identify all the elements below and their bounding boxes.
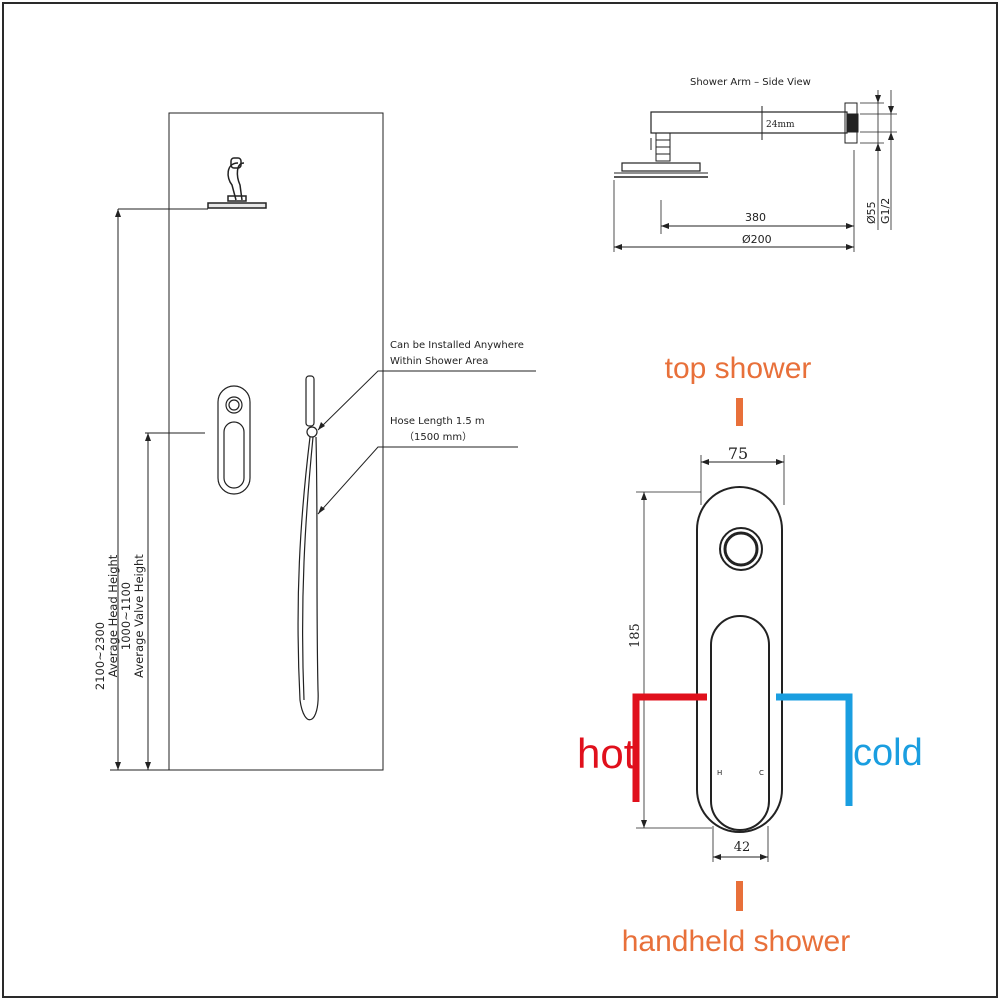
hose-note-line1: Hose Length 1.5 m	[390, 416, 485, 427]
rain-shower-head-icon	[207, 157, 267, 209]
handheld-outlet-marker	[736, 881, 743, 911]
hand-shower-icon	[297, 375, 319, 721]
valve-width-dimension: 75	[728, 444, 748, 463]
valve-height-value: 1000~1100	[119, 582, 133, 650]
valve-plate-icon	[217, 385, 251, 495]
top-shower-label: top shower	[665, 352, 812, 385]
hot-inlet-pipe	[632, 693, 707, 802]
head-height-label: Average Head Height	[106, 554, 120, 677]
arm-offset-dimension: 24mm	[766, 120, 795, 130]
arm-length-dimension: 380	[745, 211, 766, 224]
bracket-note-line1: Can be Installed Anywhere	[390, 340, 524, 351]
head-diameter-dimension: Ø200	[742, 233, 772, 246]
shower-arm-side-view	[613, 90, 897, 252]
arm-view-title: Shower Arm – Side View	[690, 77, 811, 88]
handle-width-dimension: 42	[734, 840, 751, 855]
handheld-shower-label: handheld shower	[622, 925, 851, 958]
flange-diameter-dimension: Ø55	[865, 201, 878, 224]
hot-mark: H	[717, 769, 722, 777]
hot-label: hot	[577, 730, 636, 777]
top-outlet-marker	[736, 398, 743, 426]
head-height-value: 2100~2300	[93, 622, 107, 690]
valve-height-label: Average Valve Height	[132, 554, 146, 678]
cold-label: cold	[853, 732, 923, 774]
valve-height-dimension: 185	[628, 623, 643, 648]
thread-dimension: G1/2	[879, 198, 892, 224]
hose-note-line2: （1500 mm）	[404, 431, 472, 443]
cold-inlet-pipe	[776, 693, 853, 806]
cold-mark: C	[759, 769, 764, 777]
shower-wall-panel	[168, 112, 384, 771]
wall-diagram	[110, 112, 536, 771]
valve-front-view	[636, 455, 785, 862]
bracket-note-line2: Within Shower Area	[390, 356, 488, 367]
